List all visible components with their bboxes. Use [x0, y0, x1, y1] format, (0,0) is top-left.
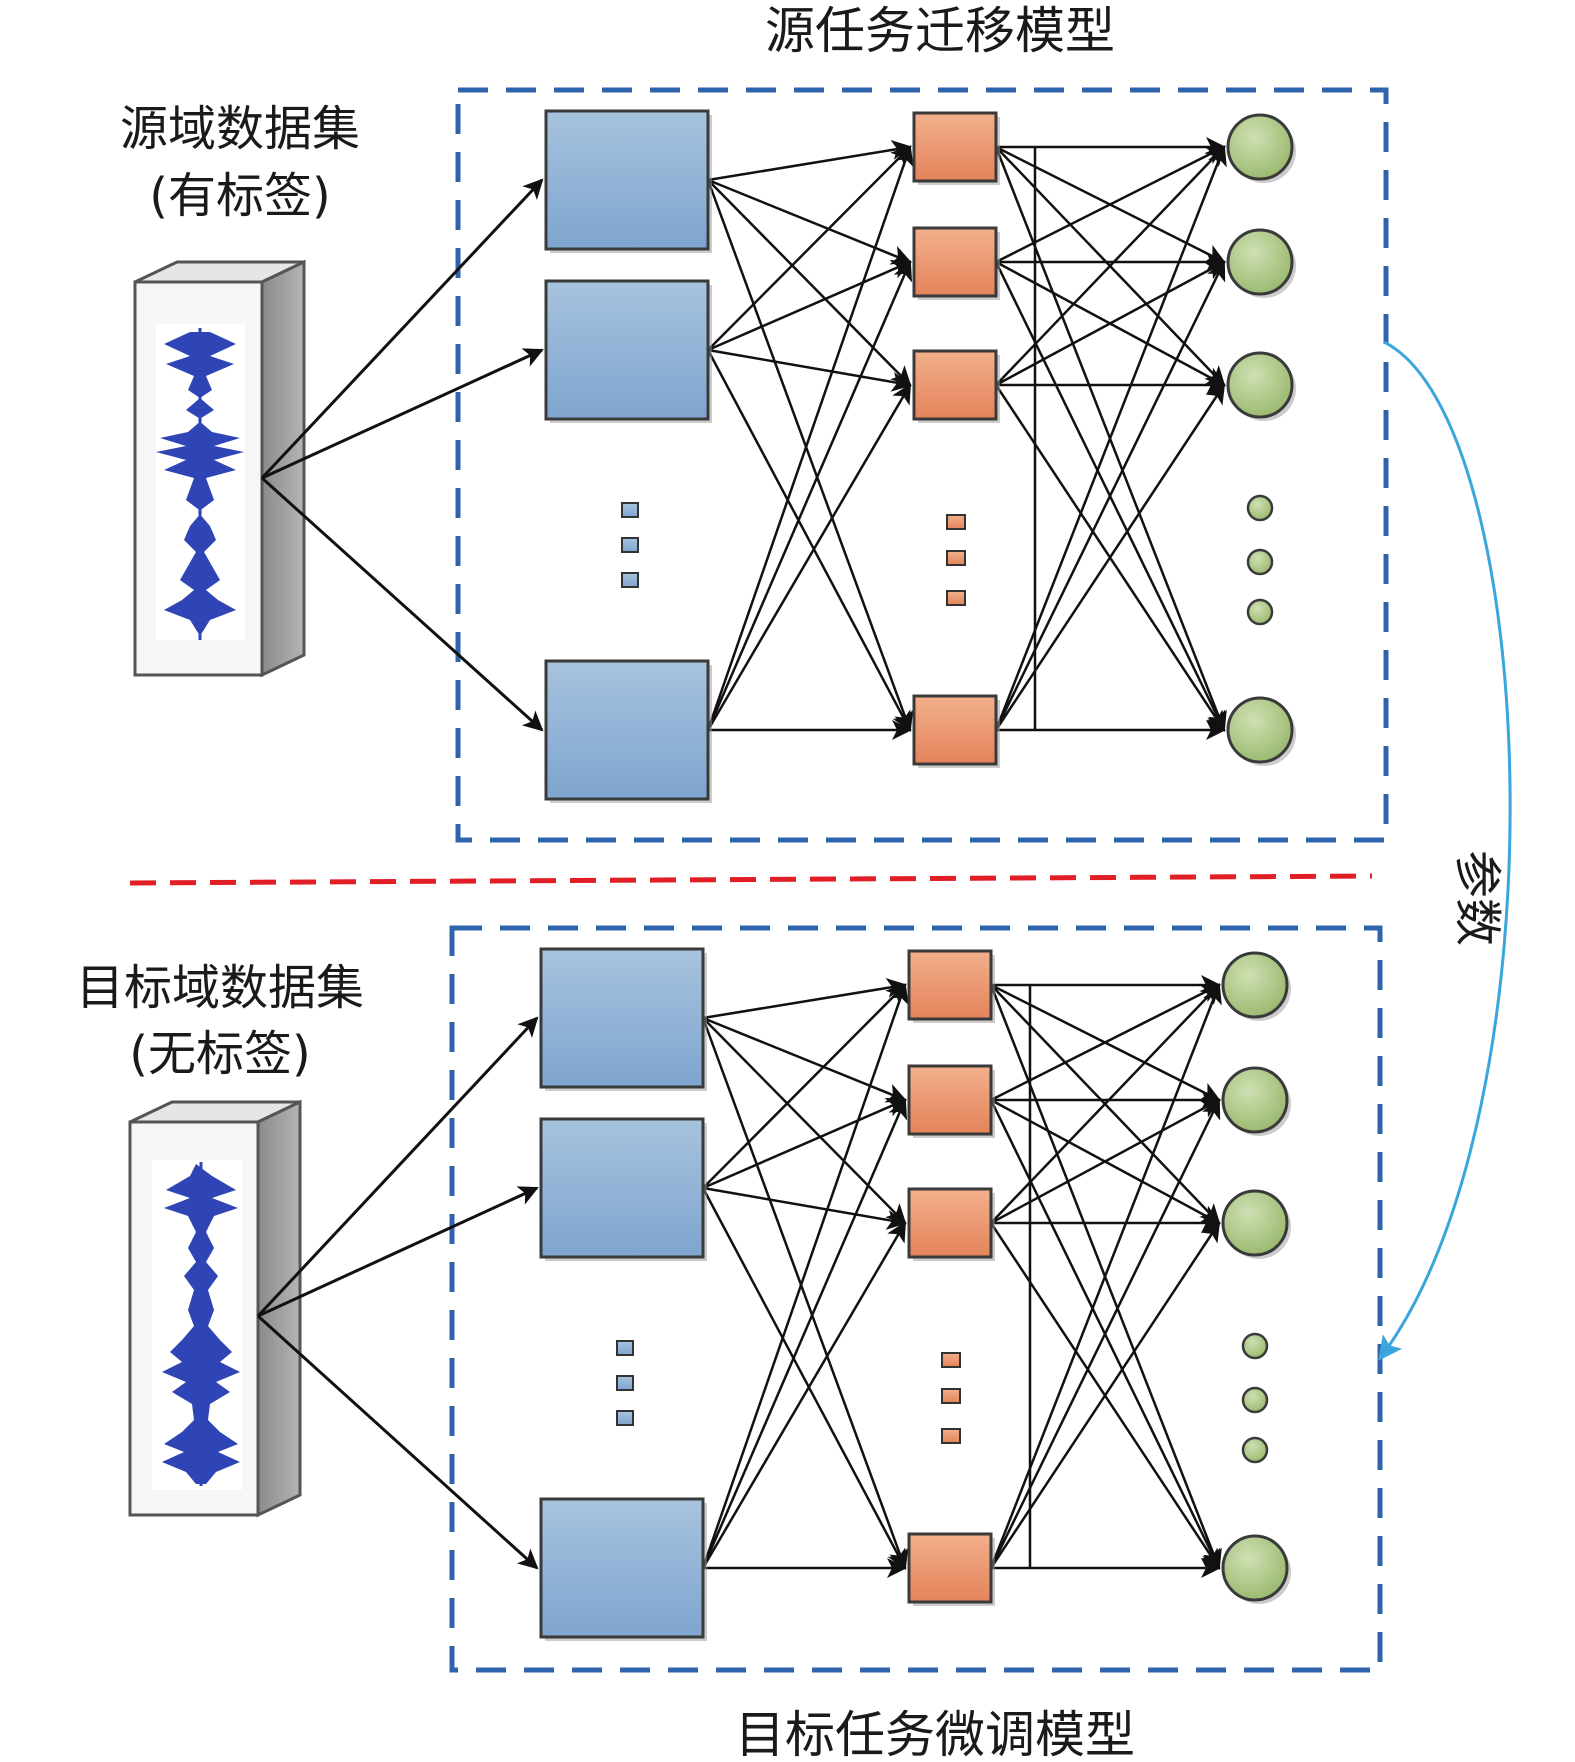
ellipsis-dot [946, 590, 966, 606]
hidden-connection [707, 260, 912, 352]
output-layer-node [1226, 113, 1294, 181]
hidden-connection [702, 978, 907, 1020]
hidden-connection [701, 1098, 908, 1569]
target-network [256, 947, 1291, 1641]
output-layer-node [1221, 951, 1289, 1019]
input-arrow [260, 476, 544, 732]
hidden-layer-node [907, 1532, 993, 1604]
waveform-icon [162, 1164, 240, 1484]
hidden-connection [701, 983, 909, 1569]
input-layer-node [544, 659, 710, 801]
output-layer-node [1226, 696, 1294, 764]
ellipsis-dot [1246, 598, 1274, 626]
output-layer-node [1221, 1066, 1289, 1134]
hidden-connection [702, 1186, 907, 1230]
ellipsis-dot [941, 1352, 961, 1368]
ellipsis-dot [1246, 494, 1274, 522]
hidden-connection [707, 179, 912, 387]
hidden-layer-node [912, 349, 998, 421]
ellipsis-dot [946, 514, 966, 530]
source-network [260, 109, 1296, 803]
hidden-layer-node [912, 226, 998, 298]
hidden-connection [707, 145, 912, 351]
hidden-connection [707, 140, 912, 182]
output-layer-node [1221, 1534, 1289, 1602]
hidden-connection [702, 983, 907, 1189]
target-model-title: 目标任务微调模型 [735, 1706, 1135, 1762]
hidden-connection [701, 1221, 907, 1569]
output-layer-node [1226, 351, 1294, 419]
ellipsis-dot [1241, 1386, 1269, 1414]
ellipsis-dot [616, 1340, 634, 1356]
ellipsis-dot [1241, 1436, 1269, 1464]
input-layer-node [539, 1497, 705, 1639]
hidden-layer-node [907, 1064, 993, 1136]
hidden-connection [702, 1017, 907, 1225]
hidden-layer-node [912, 694, 998, 766]
connection-lines [256, 975, 1222, 1578]
ellipsis-dot [621, 502, 639, 518]
output-layer-node [1226, 228, 1294, 296]
input-layer-node [544, 279, 710, 421]
input-arrow [260, 178, 544, 480]
source-model-frame [455, 87, 1389, 843]
target-dataset-label: 目标域数据集 [76, 960, 364, 1016]
input-arrow [257, 1186, 539, 1318]
hidden-connection [706, 145, 914, 731]
input-arrow [256, 1314, 539, 1570]
hidden-connection [706, 179, 914, 732]
hidden-layer-node [912, 111, 998, 183]
ellipsis-dot [1241, 1332, 1269, 1360]
ellipsis-dot [941, 1428, 961, 1444]
source-dataset-sublabel: (有标签) [149, 168, 330, 224]
parameter-transfer-arrow [1378, 340, 1512, 1361]
parameter-transfer-label: 参数 [1449, 850, 1505, 946]
hidden-connection [707, 348, 912, 392]
hidden-connection [706, 260, 913, 731]
hidden-connection [707, 178, 912, 265]
ellipsis-dot [946, 550, 966, 566]
hidden-layer-node [907, 1187, 993, 1259]
ellipsis-dot [1246, 548, 1274, 576]
hidden-connection [702, 1098, 907, 1190]
connection-lines [260, 137, 1227, 740]
input-arrow [256, 1016, 539, 1318]
input-arrow [261, 348, 544, 480]
target-dataset-icon [128, 1099, 302, 1518]
hidden-connection [706, 349, 912, 732]
hidden-layer-node [907, 949, 993, 1021]
input-layer-node [544, 109, 710, 251]
source-dataset-icon [133, 259, 306, 678]
target-model-frame [449, 925, 1383, 1673]
hidden-connection [701, 1017, 909, 1570]
hidden-connection [701, 1187, 907, 1570]
waveform-icon [156, 332, 244, 636]
ellipsis-dot [941, 1388, 961, 1404]
ellipsis-dot [616, 1410, 634, 1426]
input-layer-node [539, 947, 705, 1089]
hidden-connection [702, 1016, 907, 1103]
target-dataset-sublabel: (无标签) [129, 1026, 310, 1082]
source-dataset-label: 源域数据集 [120, 101, 360, 157]
input-layer-node [539, 1117, 705, 1259]
output-layer-node [1221, 1189, 1289, 1257]
hidden-connection [706, 383, 912, 731]
domain-separator-line [129, 873, 1373, 886]
ellipsis-dot [621, 572, 639, 588]
source-model-title: 源任务迁移模型 [765, 2, 1115, 60]
ellipsis-dot [621, 537, 639, 553]
ellipsis-dot [616, 1375, 634, 1391]
